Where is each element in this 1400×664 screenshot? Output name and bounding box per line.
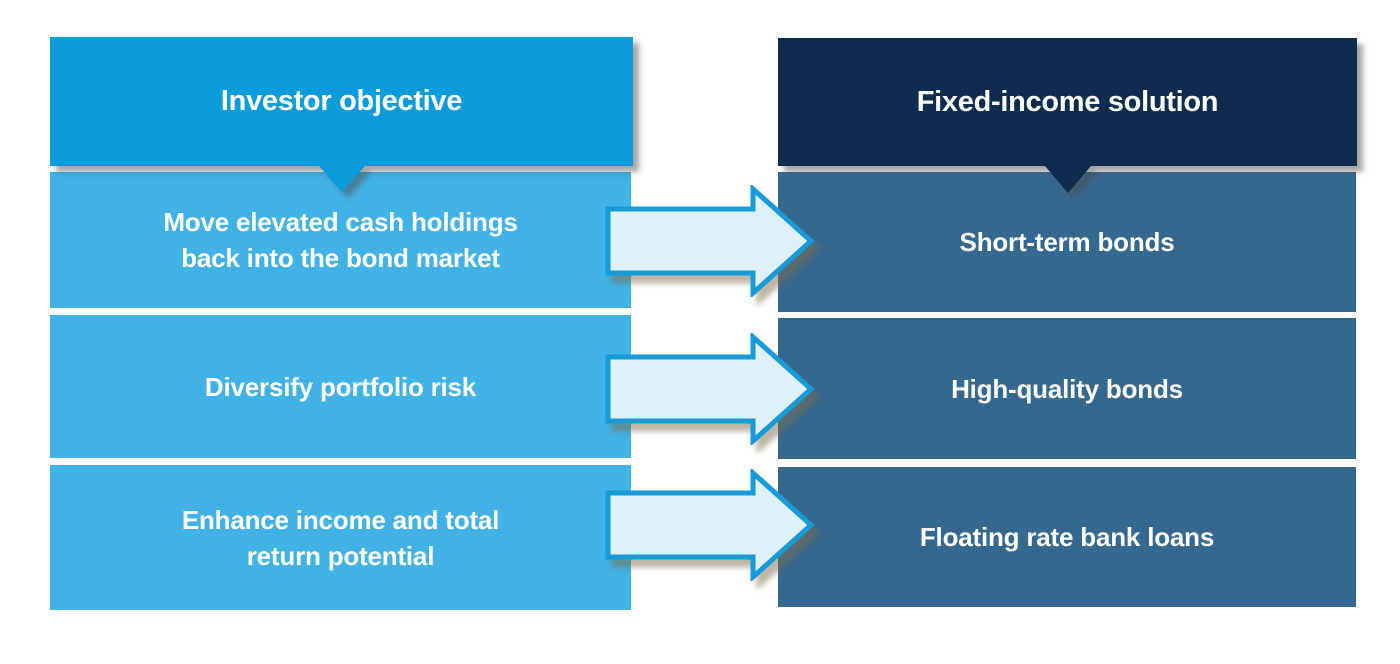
right-arrow-icon: [605, 185, 815, 297]
objective-row-diversify-risk: Diversify portfolio risk: [50, 315, 631, 458]
solution-row-label: Floating rate bank loans: [919, 522, 1215, 552]
objective-row-cash-holdings: Move elevated cash holdings back into th…: [50, 172, 631, 308]
fixed-income-solution-header: Fixed-income solution: [778, 38, 1357, 166]
objective-row-label: Move elevated cash holdings: [163, 207, 518, 237]
solution-row-label: High-quality bonds: [951, 373, 1183, 404]
solution-row-floating-rate-loans: Floating rate bank loans: [778, 467, 1356, 607]
solution-row-short-term-bonds: Short-term bonds: [778, 172, 1356, 312]
objective-row-enhance-income: Enhance income and total return potentia…: [50, 465, 631, 610]
objective-row-label: back into the bond market: [181, 243, 500, 273]
fixed-income-solution-header-label: Fixed-income solution: [916, 85, 1219, 118]
investor-objective-header-label: Investor objective: [220, 85, 463, 117]
right-arrow-icon: [605, 469, 815, 581]
objective-row-label: Enhance income and total: [181, 504, 500, 535]
right-arrow-icon: [605, 333, 815, 445]
objective-row-label: Diversify portfolio risk: [204, 371, 477, 402]
objective-row-label: return potential: [246, 540, 435, 571]
investor-objective-header: Investor objective: [50, 37, 633, 166]
solution-row-high-quality-bonds: High-quality bonds: [778, 318, 1356, 459]
solution-row-label: Short-term bonds: [959, 227, 1175, 257]
